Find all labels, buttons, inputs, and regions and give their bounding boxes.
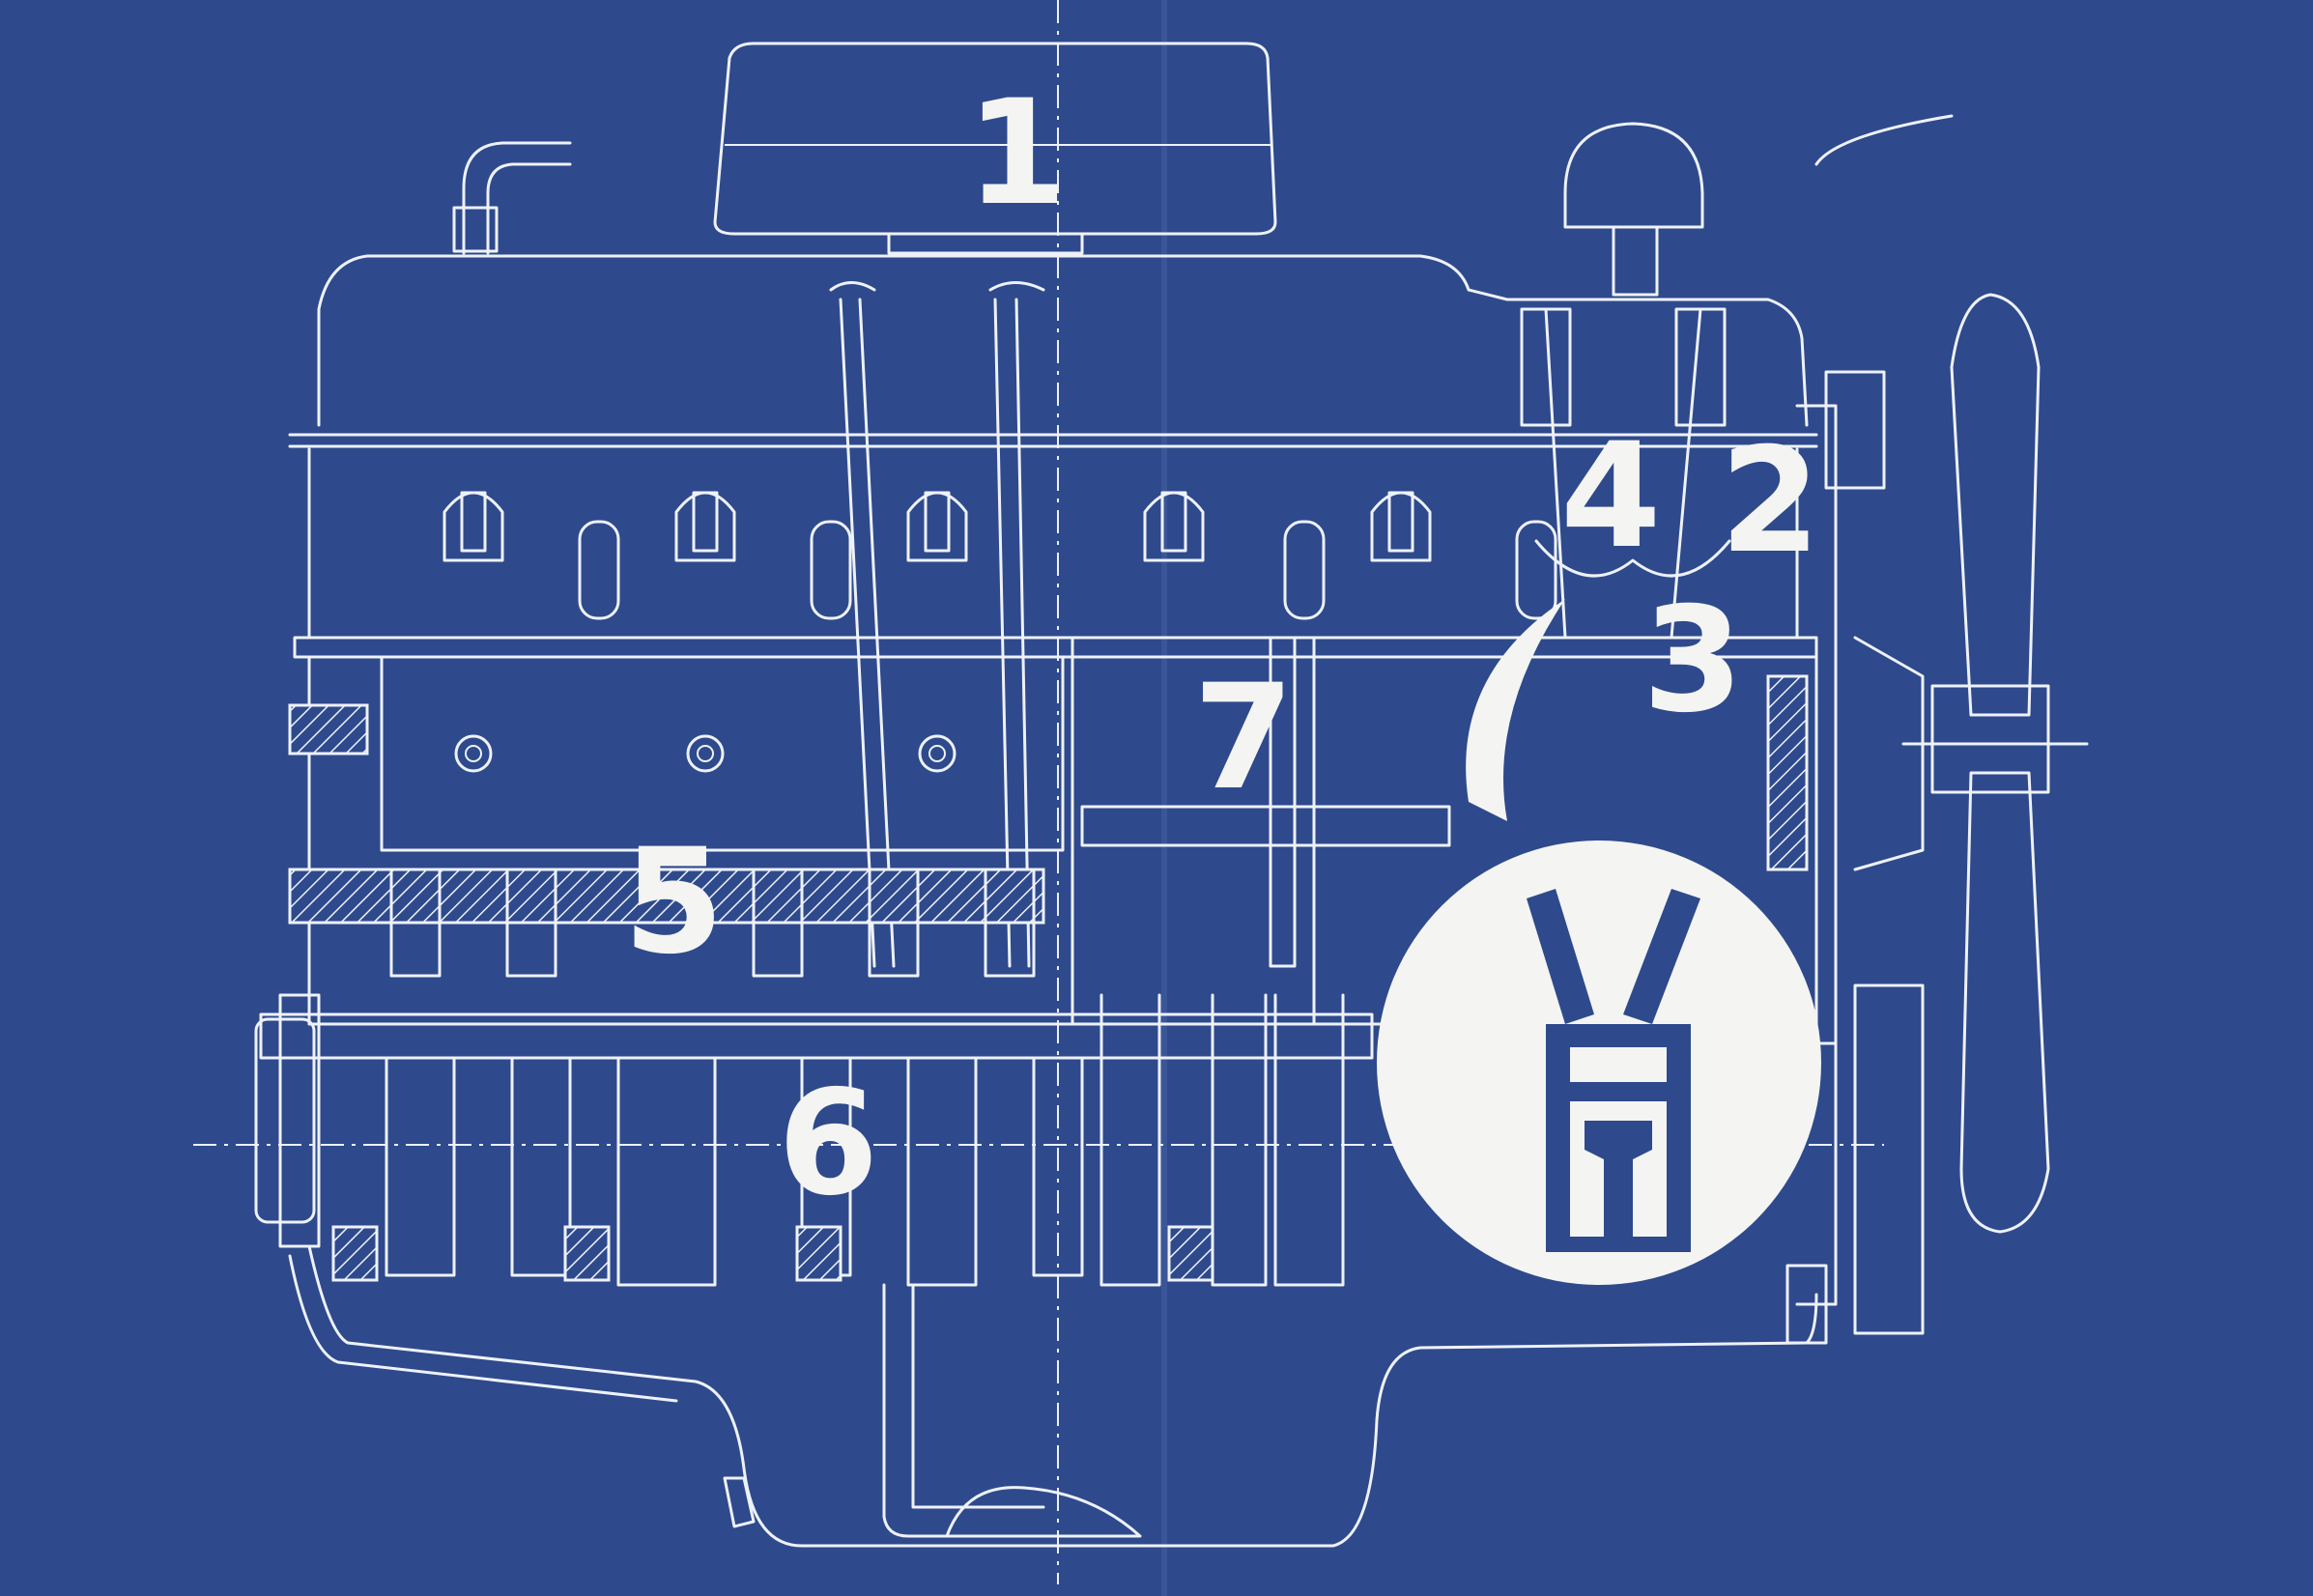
callout-3: 3 xyxy=(1642,577,1743,745)
valve-cover xyxy=(288,254,1818,448)
oil-filler-cap xyxy=(1563,122,1704,297)
callout-5: 5 xyxy=(623,818,724,986)
pushrods xyxy=(829,281,1045,968)
valve-train-detail xyxy=(1520,307,1731,640)
callout-2: 2 xyxy=(1720,417,1820,585)
main-bearings xyxy=(288,868,1045,978)
callout-6: 6 xyxy=(778,1060,878,1228)
cooling-fan xyxy=(1814,114,2089,1234)
valve-cylinder-inset xyxy=(1377,599,1821,1285)
cylinder-block xyxy=(288,636,1818,1026)
valve-cylinder-icon xyxy=(1527,889,1700,1252)
spark-plug-row xyxy=(443,491,1432,562)
timing-cover-water-pump xyxy=(1766,370,1925,1345)
callout-7: 7 xyxy=(1193,654,1294,822)
breather-tube xyxy=(462,141,572,255)
callout-1: 1 xyxy=(966,70,1067,238)
callout-4: 4 xyxy=(1560,413,1661,581)
oil-pan xyxy=(288,0,1818,1584)
air-cleaner xyxy=(713,42,1277,255)
